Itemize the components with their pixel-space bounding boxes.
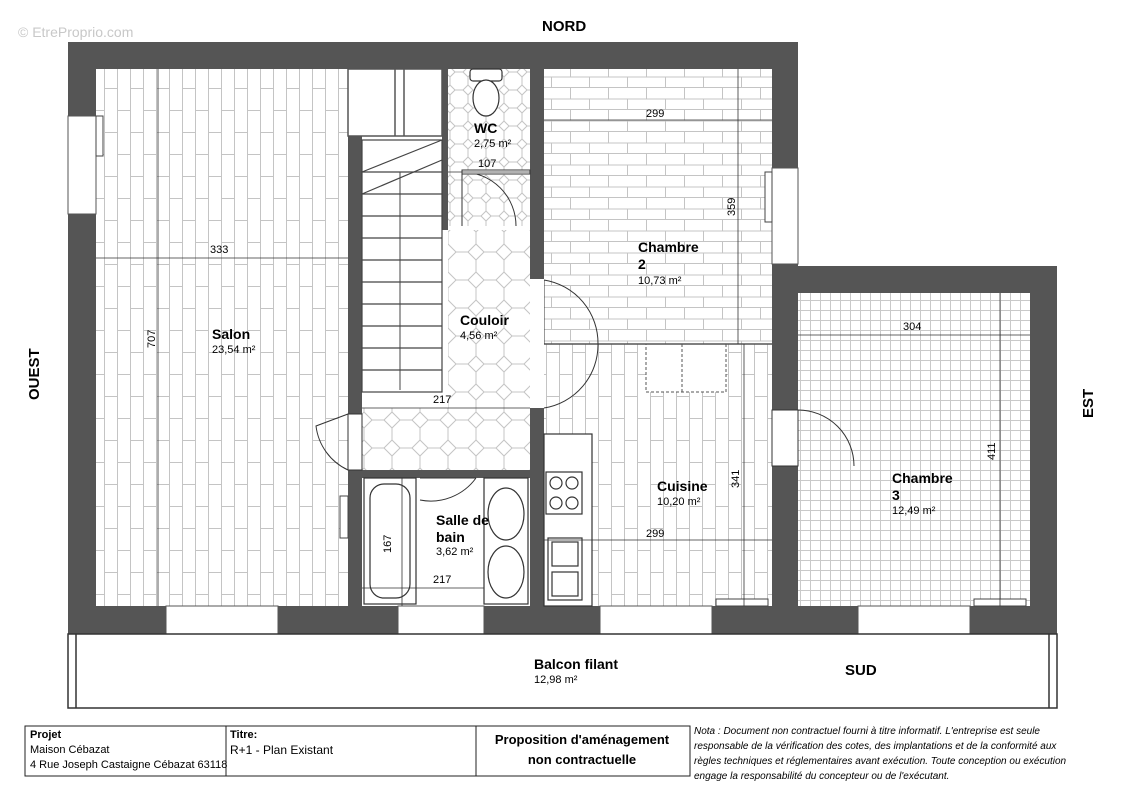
chambre3-name-line2: 3 bbox=[892, 487, 900, 503]
sdb-name-line2: bain bbox=[436, 529, 465, 545]
east-label: EST bbox=[1080, 388, 1097, 418]
sdb-height-dim: 167 bbox=[382, 534, 394, 553]
title-block bbox=[24, 725, 691, 777]
bathroom-door bbox=[419, 477, 477, 502]
watermark: © EtreProprio.com bbox=[18, 24, 134, 40]
titre-cell: Titre: R+1 - Plan Existant bbox=[230, 728, 333, 758]
staircase bbox=[361, 139, 443, 393]
proposal-line2: non contractuelle bbox=[527, 752, 637, 767]
couloir-name: Couloir bbox=[460, 312, 509, 328]
chambre3-area: 12,49 m² bbox=[892, 505, 936, 517]
wc-name: WC bbox=[474, 120, 498, 136]
proposal-line1: Proposition d'aménagement bbox=[494, 732, 670, 747]
nota-line4: engage la responsabilité du concepteur o… bbox=[694, 771, 950, 782]
nota-line2: responsable de la vérification des cotes… bbox=[694, 741, 1057, 752]
nota-block: Nota : Document non contractuel fourni à… bbox=[694, 724, 1066, 784]
cuisine-width-dim: 299 bbox=[646, 528, 665, 540]
balcony bbox=[67, 633, 1058, 709]
closet bbox=[347, 68, 443, 137]
chambre3-width-dim: 304 bbox=[903, 321, 922, 333]
proposal-cell: Proposition d'aménagement non contractue… bbox=[480, 730, 684, 770]
chambre3-name-line1: Chambre bbox=[892, 470, 953, 486]
cuisine-area: 10,20 m² bbox=[657, 496, 701, 508]
salon-width-dim: 333 bbox=[210, 244, 229, 256]
couloir-width-dim: 217 bbox=[433, 394, 452, 406]
couloir-area: 4,56 m² bbox=[460, 330, 498, 342]
wc-area: 2,75 m² bbox=[474, 138, 512, 150]
balcon-name: Balcon filant bbox=[534, 656, 619, 672]
nota-line3: règles techniques et réglementaires avan… bbox=[694, 756, 1067, 767]
projet-name: Maison Cébazat bbox=[30, 744, 110, 756]
wc-width-dim: 107 bbox=[478, 158, 497, 170]
projet-address: 4 Rue Joseph Castaigne Cébazat 63118 bbox=[30, 759, 228, 771]
chambre2-name-line2: 2 bbox=[638, 256, 646, 272]
west-label: OUEST bbox=[26, 348, 43, 400]
titre-value: R+1 - Plan Existant bbox=[230, 743, 334, 757]
bathroom-sinks bbox=[483, 477, 529, 605]
windows bbox=[67, 115, 971, 635]
salon-name: Salon bbox=[212, 326, 251, 342]
chambre2-width-dim: 299 bbox=[646, 108, 665, 120]
salon-height-dim: 707 bbox=[146, 329, 158, 348]
chambre3-door bbox=[771, 409, 855, 467]
salon-floor bbox=[96, 69, 348, 606]
projet-cell: Projet Maison Cébazat 4 Rue Joseph Casta… bbox=[30, 728, 227, 773]
cuisine-height-dim: 341 bbox=[730, 469, 742, 488]
bathtub bbox=[363, 477, 417, 605]
kitchen-counter bbox=[543, 433, 593, 607]
interior-walls bbox=[348, 69, 544, 606]
chambre2-area: 10,73 m² bbox=[638, 275, 682, 287]
landing-floor bbox=[362, 408, 530, 474]
couloir-floor bbox=[448, 230, 530, 408]
titre-label: Titre: bbox=[230, 729, 258, 741]
toilet bbox=[469, 68, 503, 117]
sdb-name-line1: Salle de bbox=[436, 512, 489, 528]
chambre2-door bbox=[530, 279, 599, 408]
salon-area: 23,54 m² bbox=[212, 344, 256, 356]
salon-door bbox=[315, 413, 363, 471]
nota-line1: Nota : Document non contractuel fourni à… bbox=[694, 726, 1040, 737]
cuisine-name: Cuisine bbox=[657, 478, 708, 494]
north-label: NORD bbox=[542, 18, 587, 35]
chambre3-floor bbox=[798, 293, 1030, 606]
chambre2-name-line1: Chambre bbox=[638, 239, 699, 255]
chambre2-height-dim: 359 bbox=[726, 197, 738, 216]
cuisine-door bbox=[543, 343, 599, 409]
dimension-lines bbox=[96, 69, 1030, 606]
south-label: SUD bbox=[845, 662, 877, 679]
kitchen-cabinets bbox=[645, 343, 727, 393]
balcon-area: 12,98 m² bbox=[534, 674, 578, 686]
sdb-width-dim: 217 bbox=[433, 574, 452, 586]
projet-label: Projet bbox=[30, 729, 62, 741]
chambre2-floor bbox=[544, 69, 772, 344]
sdb-area: 3,62 m² bbox=[436, 546, 474, 558]
chambre3-height-dim: 411 bbox=[986, 442, 998, 460]
